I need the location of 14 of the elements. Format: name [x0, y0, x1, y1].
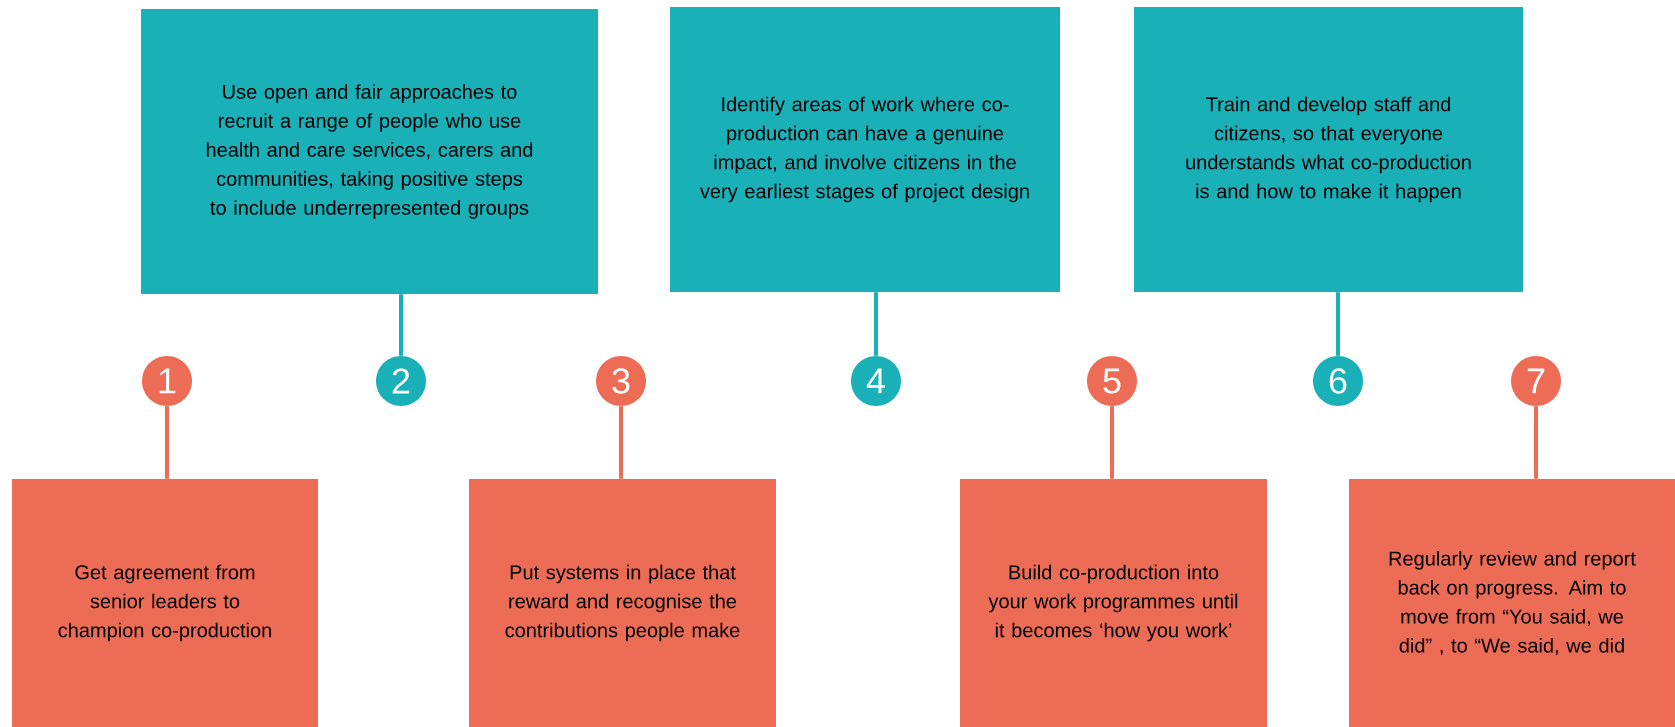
connector-line — [1336, 292, 1340, 356]
step-box: Build co-production into your work programmes until it becomes ‘how you work’ — [960, 479, 1267, 727]
step-box: Get agreement from senior leaders to champion co-production — [12, 479, 318, 727]
connector-line — [165, 406, 169, 479]
connector-line — [1534, 406, 1538, 479]
step-box: Put systems in place that reward and recognise the contributions people make — [469, 479, 776, 727]
connector-line — [399, 294, 403, 356]
step-box: Train and develop staff and citizens, so that everyone understands what co-production is and how to make it happen — [1134, 7, 1523, 292]
step-box: Use open and fair approaches to recruit a range of people who use health and care services, carers and communities, taking positive steps to include underrepresented groups — [141, 9, 598, 294]
step-box: Regularly review and report back on progress. Aim to move from “You said, we did” , to “We said, we did — [1349, 479, 1675, 727]
connector-line — [874, 292, 878, 356]
step-box: Identify areas of work where co-production can have a genuine impact, and involve citizens in the very earliest stages of project design — [670, 7, 1060, 292]
connector-line — [619, 406, 623, 479]
connector-line — [1110, 406, 1114, 479]
